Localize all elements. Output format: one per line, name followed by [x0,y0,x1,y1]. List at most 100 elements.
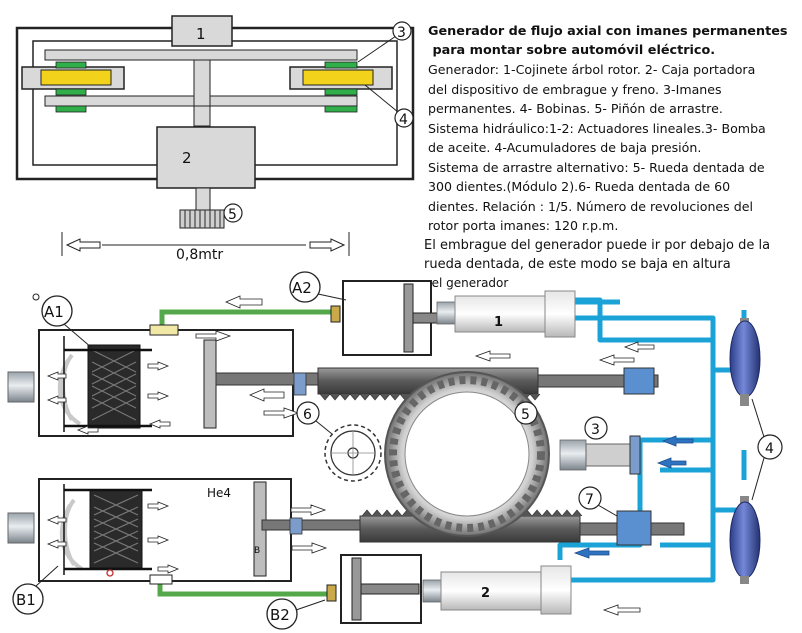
dimension-arrow-left [65,238,101,252]
label-b2: B2 [270,606,290,624]
magnet-left [40,69,112,86]
dimension-arrow-right [309,238,346,252]
title-line-1: Generador de flujo axial con imanes perm… [428,24,788,39]
magnet-right [302,69,374,86]
callout-7 [578,486,602,510]
rotor-shaft-lower [193,105,211,127]
label-3: 3 [397,25,406,41]
b1-motor [7,512,35,544]
desc-line: de aceite. 4-Acumuladores de baja presió… [428,140,702,155]
flow-arrow [291,542,328,554]
callout-5b [514,401,538,425]
callout-a2-line [317,293,347,301]
flow-arrow [474,350,511,362]
label-2: 2 [182,149,192,167]
callout-3b [584,416,608,440]
flow-arrow [263,407,300,419]
flow-arrow [598,354,635,366]
cylinder-a1: A1 [7,293,294,437]
a1-port [149,324,179,336]
label-7: 7 [585,492,594,508]
desc-line: dientes. Relación : 1/5. Número de revol… [428,198,753,214]
actuator-a2: A2 [224,271,448,356]
callout-b2-line [295,599,326,611]
label-a2: A2 [292,279,312,297]
label-a1: A1 [44,303,64,321]
accumulator-bottom [729,501,761,579]
callout-a1-line [63,323,93,349]
dimension-label: 0,8mtr [176,247,223,263]
desc-line: 300 dientes.(Módulo 2).6- Rueda dentada … [428,179,731,194]
drive-pinion [179,209,225,229]
label-3b: 3 [591,422,600,438]
a1-flow-arrows [46,330,285,435]
flow-arrow [623,341,655,353]
b2-rod [360,583,420,595]
callout-a1 [41,295,73,327]
note-line: El embrague del generador puede ir por d… [424,238,771,253]
pinion-teeth [184,210,221,228]
label-piston-b: B [254,546,260,556]
a1-motor [7,371,35,403]
callout-b2 [266,598,298,630]
clutch-brake-housing [156,126,256,189]
accumulator-top [729,320,761,398]
gas-line-top [159,309,335,330]
callout-line-3 [357,35,397,63]
accumulators: 4 [729,318,783,584]
callout-4b [757,434,783,460]
big-gear-5: 5 [384,371,550,537]
pump-3: 3 [559,416,694,559]
label-actuator-1: 1 [494,315,503,330]
coil [324,105,358,113]
flow-arrow [573,547,610,559]
linear-actuator-1: 1 [436,290,655,366]
description-block: Generador de flujo axial con imanes perm… [428,22,798,236]
a1-piston [203,339,217,429]
desc-line: Sistema de arrastre alternativo: 5- Rued… [428,159,765,175]
coil [55,105,87,113]
callout-line-4 [364,84,399,113]
desc-line: Sistema hidráulico:1-2: Actuadores linea… [428,120,766,136]
gas-line-bottom [157,582,333,597]
drive-shaft [195,187,211,211]
label-4b: 4 [765,441,774,457]
desc-line: Generador: 1-Cojinete árbol rotor. 2- Ca… [428,62,756,77]
b1-mesh [93,494,139,564]
callout-3 [392,21,412,41]
flow-arrow [661,435,694,447]
clutch-note: El embrague del generador puede ir por d… [424,236,800,293]
b2-piston [351,557,362,621]
label-5: 5 [228,207,237,223]
flow-arrow [224,295,263,309]
linear-actuator-2: 2 B2 [266,554,641,630]
a1-regenerator [87,344,141,429]
a1-mesh [91,349,137,421]
callout-a2 [289,271,321,303]
flow-arrow [656,457,687,469]
b1-fan [60,498,84,571]
coil [324,88,358,96]
callout-b1-line [35,565,59,587]
coil [55,61,87,69]
label-1: 1 [196,25,206,43]
coil [324,61,358,69]
note-line: rueda dentada, de este modo se baja en a… [424,257,731,272]
callout-6 [296,401,320,425]
generator-cross-section: 1 3 4 2 [15,15,415,263]
desc-line: del dispositivo de embrague y freno. 3-I… [428,81,722,97]
valve-7 [616,510,652,546]
cylinder-b1: B He4 B1 [7,478,292,615]
b2-port [326,584,337,602]
flow-arrow [290,504,327,516]
small-gear-6: 6 [296,401,382,482]
top-valve [623,367,655,395]
fill-valve-icon [32,293,40,301]
desc-line: rotor porta imanes: 120 r.p.m. [428,218,619,233]
callout-5 [223,203,243,223]
b1-port [149,574,173,585]
a2-port [330,305,341,323]
b1-flow-arrows [46,501,180,574]
label-5b: 5 [521,407,530,423]
